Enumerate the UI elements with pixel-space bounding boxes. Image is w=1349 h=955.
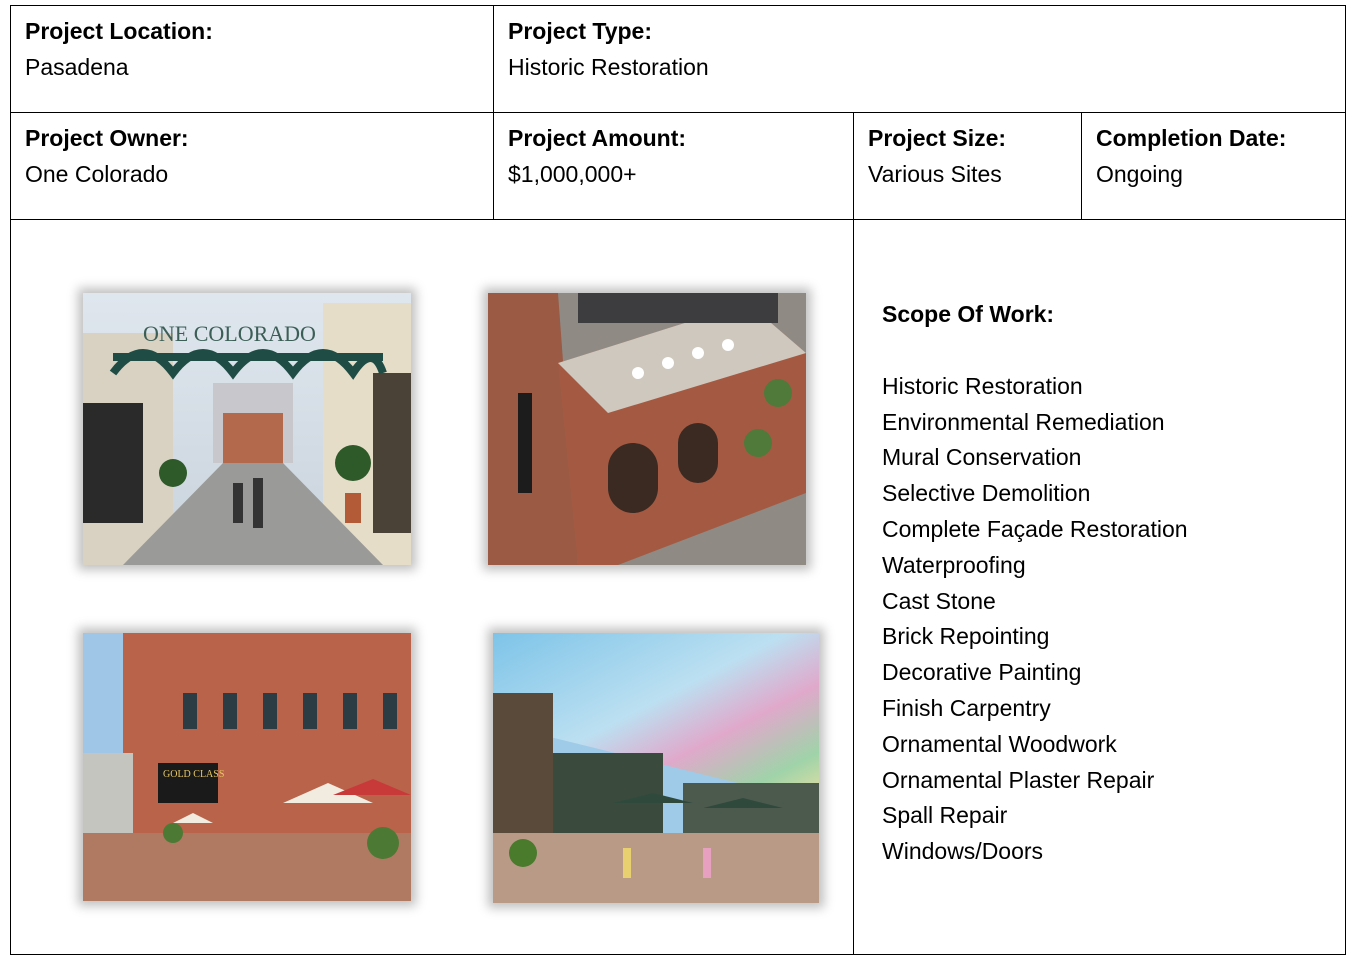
- row-owner-amount-size-date: Project Owner: One Colorado Project Amou…: [10, 112, 1346, 220]
- scope-item: Ornamental Plaster Repair: [882, 766, 1155, 793]
- project-location-value: Pasadena: [25, 54, 129, 80]
- theater-sign-text: GOLD CLASS: [163, 769, 224, 780]
- cell-project-type: Project Type: Historic Restoration: [493, 5, 1346, 113]
- scope-item: Decorative Painting: [882, 659, 1082, 686]
- project-amount-value: $1,000,000+: [508, 161, 637, 187]
- scope-item: Environmental Remediation: [882, 408, 1165, 435]
- completion-date-label: Completion Date:: [1096, 125, 1287, 151]
- scope-list: Historic Restoration Environmental Remed…: [882, 369, 1331, 870]
- project-owner-label: Project Owner:: [25, 125, 189, 151]
- project-info-table: Project Location: Pasadena Project Type:…: [10, 5, 1346, 955]
- scope-item: Windows/Doors: [882, 838, 1044, 865]
- project-type-value: Historic Restoration: [508, 54, 709, 80]
- project-size-label: Project Size:: [868, 125, 1007, 151]
- project-owner-value: One Colorado: [25, 161, 169, 187]
- scope-item: Selective Demolition: [882, 480, 1091, 507]
- project-size-value: Various Sites: [868, 161, 1002, 187]
- project-location-label: Project Location:: [25, 18, 213, 44]
- row-photos-scope: ONE COLORADO: [10, 219, 1346, 955]
- scope-item: Historic Restoration: [882, 372, 1083, 399]
- arch-sign-text: ONE COLORADO: [143, 321, 316, 346]
- scope-heading: Scope Of Work:: [882, 301, 1055, 327]
- project-amount-label: Project Amount:: [508, 125, 687, 151]
- project-sheet: Project Location: Pasadena Project Type:…: [10, 5, 1346, 955]
- cell-project-owner: Project Owner: One Colorado: [10, 112, 494, 220]
- cell-project-location: Project Location: Pasadena: [10, 5, 494, 113]
- scope-item: Finish Carpentry: [882, 694, 1051, 721]
- cell-project-amount: Project Amount: $1,000,000+: [493, 112, 854, 220]
- scope-item: Brick Repointing: [882, 623, 1050, 650]
- cell-scope-of-work: Scope Of Work: Historic Restoration Envi…: [853, 219, 1346, 955]
- scope-item: Complete Façade Restoration: [882, 515, 1188, 542]
- scope-item: Ornamental Woodwork: [882, 730, 1117, 757]
- scope-item: Mural Conservation: [882, 444, 1082, 471]
- row-location-type: Project Location: Pasadena Project Type:…: [10, 5, 1346, 113]
- photo-grid: ONE COLORADO: [25, 227, 867, 947]
- completion-date-value: Ongoing: [1096, 161, 1183, 187]
- scope-item: Cast Stone: [882, 587, 996, 614]
- project-type-label: Project Type:: [508, 18, 652, 44]
- photo-one-colorado-arch: ONE COLORADO: [83, 293, 411, 565]
- photo-brick-building: GOLD CLASS: [83, 633, 411, 901]
- photo-plaza-installation: [493, 633, 819, 903]
- photo-rooftop-terrace: [488, 293, 806, 565]
- cell-photos: ONE COLORADO: [10, 219, 854, 955]
- scope-of-work: Scope Of Work: Historic Restoration Envi…: [868, 227, 1331, 870]
- cell-completion-date: Completion Date: Ongoing: [1081, 112, 1346, 220]
- scope-item: Waterproofing: [882, 551, 1026, 578]
- scope-item: Spall Repair: [882, 802, 1008, 829]
- cell-project-size: Project Size: Various Sites: [853, 112, 1082, 220]
